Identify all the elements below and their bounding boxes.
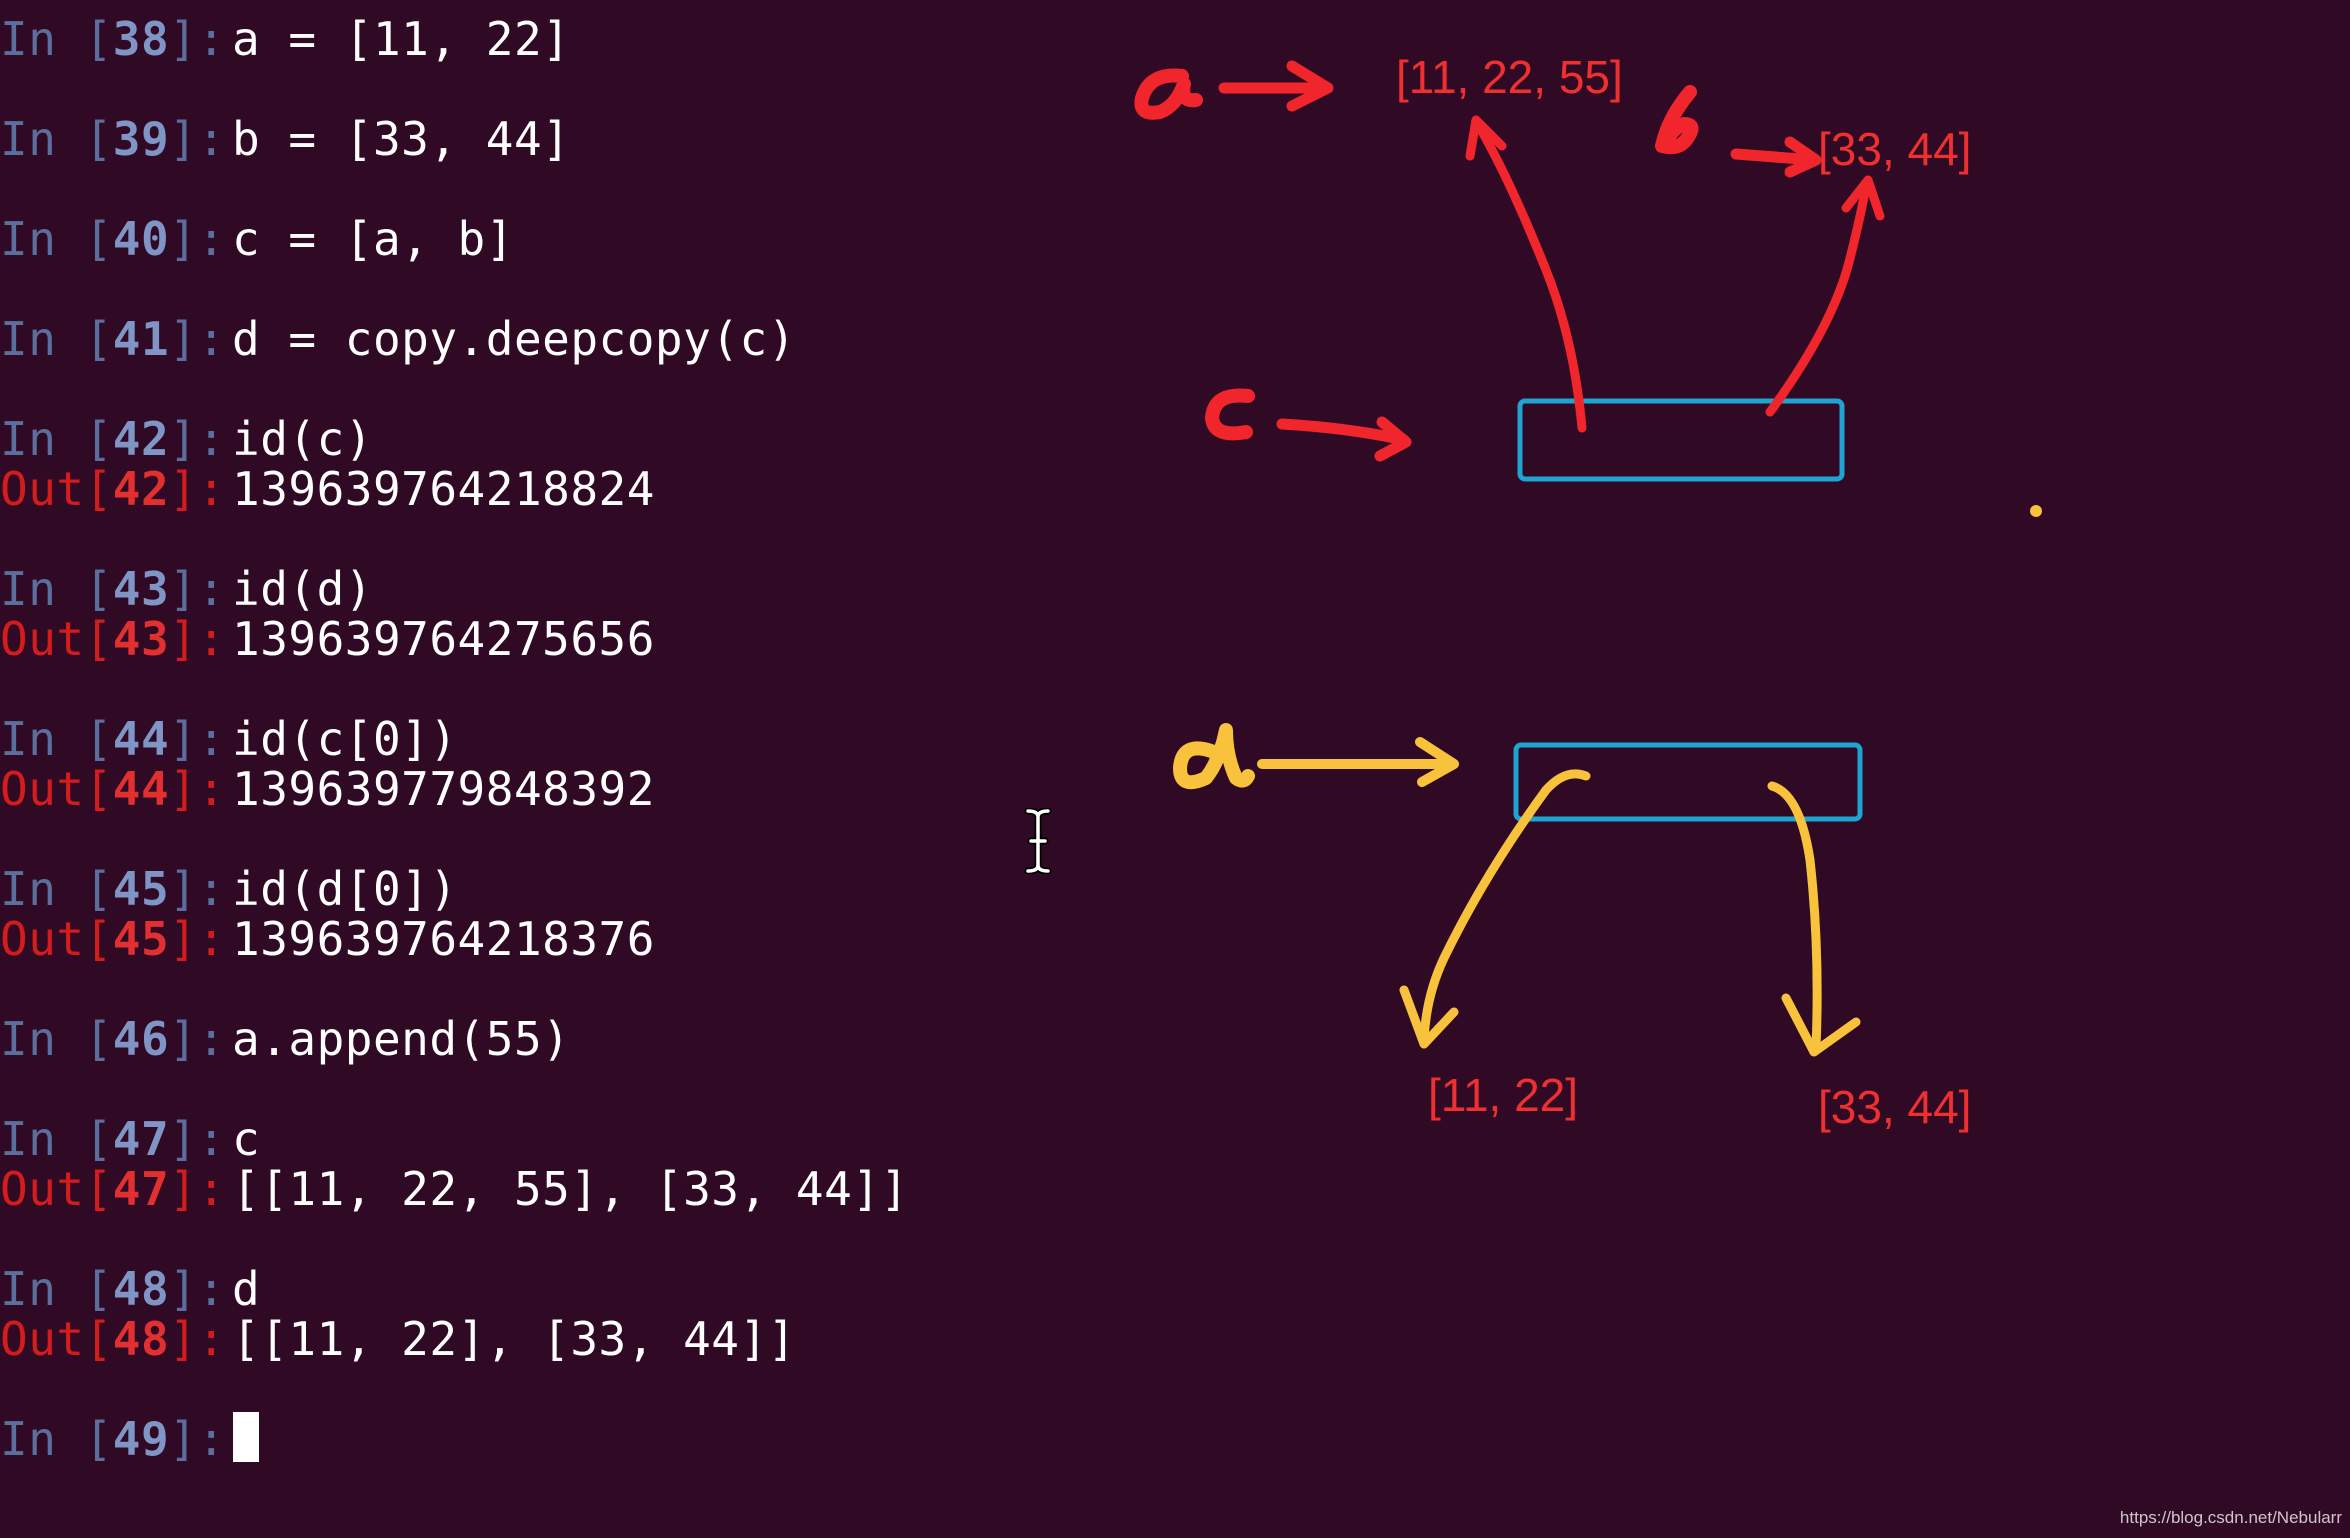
input-line: In [38]:a = [11, 22] xyxy=(0,12,570,66)
input-prompt: In [48]: xyxy=(0,1262,226,1316)
letter-b-label xyxy=(1655,85,1699,155)
prompt-number: 46 xyxy=(112,1012,170,1066)
input-prompt: In [43]: xyxy=(0,562,226,616)
output-value: 139639764275656 xyxy=(232,612,655,666)
input-prompt: In [44]: xyxy=(0,712,226,766)
text-cursor xyxy=(233,1412,259,1462)
arrow-c-icon xyxy=(1276,416,1412,462)
input-prompt: In [47]: xyxy=(0,1112,226,1166)
input-code: d = copy.deepcopy(c) xyxy=(232,312,796,366)
input-prompt: In [40]: xyxy=(0,212,226,266)
prompt-number: 44 xyxy=(112,712,170,766)
input-prompt: In [46]: xyxy=(0,1012,226,1066)
letter-a-label xyxy=(1134,68,1203,120)
list-c-box xyxy=(1517,398,1845,482)
terminal-panel[interactable]: In [38]:a = [11, 22]In [39]:b = [33, 44]… xyxy=(0,0,1000,1538)
prompt-number: 42 xyxy=(112,412,170,466)
prompt-number: 43 xyxy=(112,612,170,666)
output-value: [[11, 22, 55], [33, 44]] xyxy=(232,1162,909,1216)
input-line: In [41]:d = copy.deepcopy(c) xyxy=(0,312,795,366)
output-prompt: Out[45]: xyxy=(0,912,226,966)
prompt-number: 48 xyxy=(112,1262,170,1316)
prompt-number: 45 xyxy=(112,912,170,966)
output-prompt: Out[42]: xyxy=(0,462,226,516)
input-prompt: In [39]: xyxy=(0,112,226,166)
ibeam-cursor-icon xyxy=(1024,808,1052,874)
stray-dot xyxy=(2030,505,2042,517)
input-line: In [45]:id(d[0]) xyxy=(0,862,457,916)
input-code: id(c[0]) xyxy=(232,712,458,766)
list-b-copy-label: [33, 44] xyxy=(1818,1081,1972,1133)
output-prompt: Out[43]: xyxy=(0,612,226,666)
prompt-number: 43 xyxy=(112,562,170,616)
input-line: In [48]:d xyxy=(0,1262,260,1316)
watermark: https://blog.csdn.net/Nebularr xyxy=(2119,1508,2342,1527)
input-code: c = [a, b] xyxy=(232,212,514,266)
arrow-a-icon xyxy=(1218,60,1334,112)
input-code: a.append(55) xyxy=(232,1012,571,1066)
prompt-number: 48 xyxy=(112,1312,170,1366)
prompt-number: 42 xyxy=(112,462,170,516)
prompt-number: 40 xyxy=(112,212,170,266)
prompt-number: 41 xyxy=(112,312,170,366)
input-line: In [46]:a.append(55) xyxy=(0,1012,570,1066)
output-line: Out[42]:139639764218824 xyxy=(0,462,654,516)
input-code: id(c) xyxy=(232,412,373,466)
input-line: In [49]: xyxy=(0,1414,226,1464)
output-value: 139639779848392 xyxy=(232,762,655,816)
arrow-b-icon xyxy=(1730,136,1822,178)
output-line: Out[44]:139639779848392 xyxy=(0,762,654,816)
input-line: In [43]:id(d) xyxy=(0,562,372,616)
output-line: Out[45]:139639764218376 xyxy=(0,912,654,966)
output-line: Out[48]:[[11, 22], [33, 44]] xyxy=(0,1312,795,1366)
input-prompt: In [45]: xyxy=(0,862,226,916)
output-line: Out[43]:139639764275656 xyxy=(0,612,654,666)
list-a-modified-label: [11, 22, 55] xyxy=(1396,51,1623,103)
input-prompt: In [42]: xyxy=(0,412,226,466)
prompt-number: 47 xyxy=(112,1162,170,1216)
d-to-b-copy-arrow-icon xyxy=(1767,781,1861,1057)
input-line: In [42]:id(c) xyxy=(0,412,372,466)
input-line: In [40]:c = [a, b] xyxy=(0,212,513,266)
letter-c-label xyxy=(1205,388,1255,441)
output-prompt: Out[48]: xyxy=(0,1312,226,1366)
arrow-d-icon xyxy=(1257,737,1459,787)
output-line: Out[47]:[[11, 22, 55], [33, 44]] xyxy=(0,1162,908,1216)
d-to-a-copy-arrow-icon xyxy=(1399,769,1591,1049)
input-prompt: In [38]: xyxy=(0,12,226,66)
prompt-number: 49 xyxy=(112,1412,170,1466)
output-value: [[11, 22], [33, 44]] xyxy=(232,1312,796,1366)
output-value: 139639764218376 xyxy=(232,912,655,966)
list-a-copy-label: [11, 22] xyxy=(1428,1069,1579,1121)
input-line: In [44]:id(c[0]) xyxy=(0,712,457,766)
input-code: id(d[0]) xyxy=(232,862,458,916)
prompt-number: 38 xyxy=(112,12,170,66)
input-code: a = [11, 22] xyxy=(232,12,571,66)
input-line: In [47]:c xyxy=(0,1112,260,1166)
input-code: c xyxy=(232,1112,261,1166)
input-code: d xyxy=(232,1262,261,1316)
output-value: 139639764218824 xyxy=(232,462,655,516)
output-prompt: Out[47]: xyxy=(0,1162,226,1216)
input-prompt: In [49]: xyxy=(0,1412,226,1466)
prompt-number: 47 xyxy=(112,1112,170,1166)
list-b-label: [33, 44] xyxy=(1818,123,1972,175)
prompt-number: 45 xyxy=(112,862,170,916)
c-to-b-arrow-icon xyxy=(1765,175,1885,417)
letter-d-label xyxy=(1173,723,1255,790)
prompt-number: 44 xyxy=(112,762,170,816)
list-d-box xyxy=(1513,742,1863,822)
input-prompt: In [41]: xyxy=(0,312,226,366)
prompt-number: 39 xyxy=(112,112,170,166)
output-prompt: Out[44]: xyxy=(0,762,226,816)
input-code: id(d) xyxy=(232,562,373,616)
c-to-a-arrow-icon xyxy=(1465,115,1587,433)
input-code: b = [33, 44] xyxy=(232,112,571,166)
input-line: In [39]:b = [33, 44] xyxy=(0,112,570,166)
